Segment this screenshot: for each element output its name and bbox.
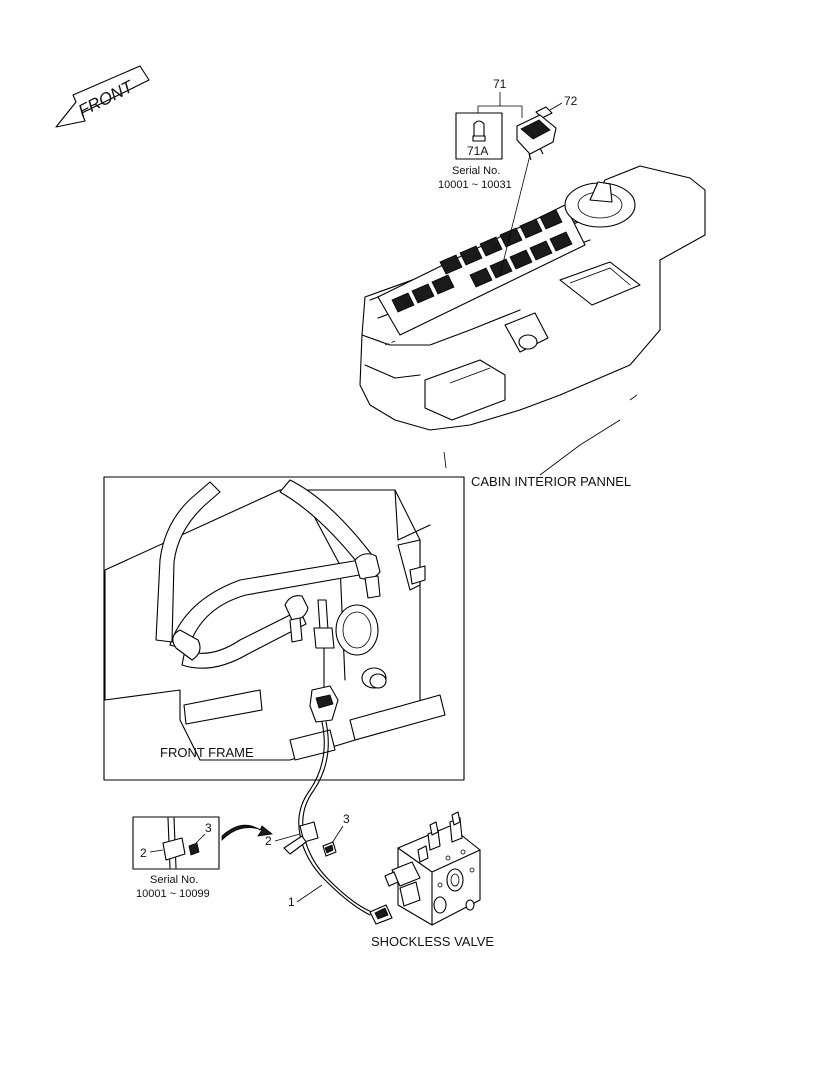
cabin-serial-label: Serial No. [452, 165, 500, 177]
bolt-icon [322, 841, 337, 857]
detail-part-3-label: 3 [205, 821, 212, 835]
cabin-interior-panel [359, 154, 706, 431]
cabin-assembly-label: CABIN INTERIOR PANNEL [471, 474, 631, 489]
rocker-switch-icon [516, 114, 557, 161]
part-72-label: 72 [564, 94, 578, 108]
part-71-label: 71 [493, 77, 507, 91]
vent-grille [391, 209, 573, 313]
harness-callouts: 1 2 3 [265, 812, 350, 909]
part-2-label: 2 [265, 834, 272, 848]
detail-part-2-label: 2 [140, 846, 147, 860]
bulb-icon [472, 120, 486, 142]
cabin-serial-range: 10001 ~ 10031 [438, 179, 512, 191]
frame-assembly-label: FRONT FRAME [160, 745, 254, 760]
detail-serial-label: Serial No. [150, 874, 198, 886]
front-arrow-icon: FRONT [55, 65, 150, 128]
valve-assembly-label: SHOCKLESS VALVE [371, 934, 494, 949]
clamp-detail-inset: 2 3 Serial No. 10001 ~ 10099 [132, 816, 220, 900]
front-frame-inset [103, 476, 465, 781]
sensor-harness [283, 721, 393, 925]
part-3-label: 3 [343, 812, 350, 826]
detail-pointer-arrow [221, 824, 273, 841]
part-71a-label: 71A [467, 144, 488, 158]
part-72-callout: 72 [516, 94, 578, 161]
shockless-valve [384, 811, 481, 926]
part-1-label: 1 [288, 895, 295, 909]
detail-serial-range: 10001 ~ 10099 [136, 888, 210, 900]
part-71-callout: 71 71A Serial No. 10001 ~ 10031 [438, 77, 523, 191]
